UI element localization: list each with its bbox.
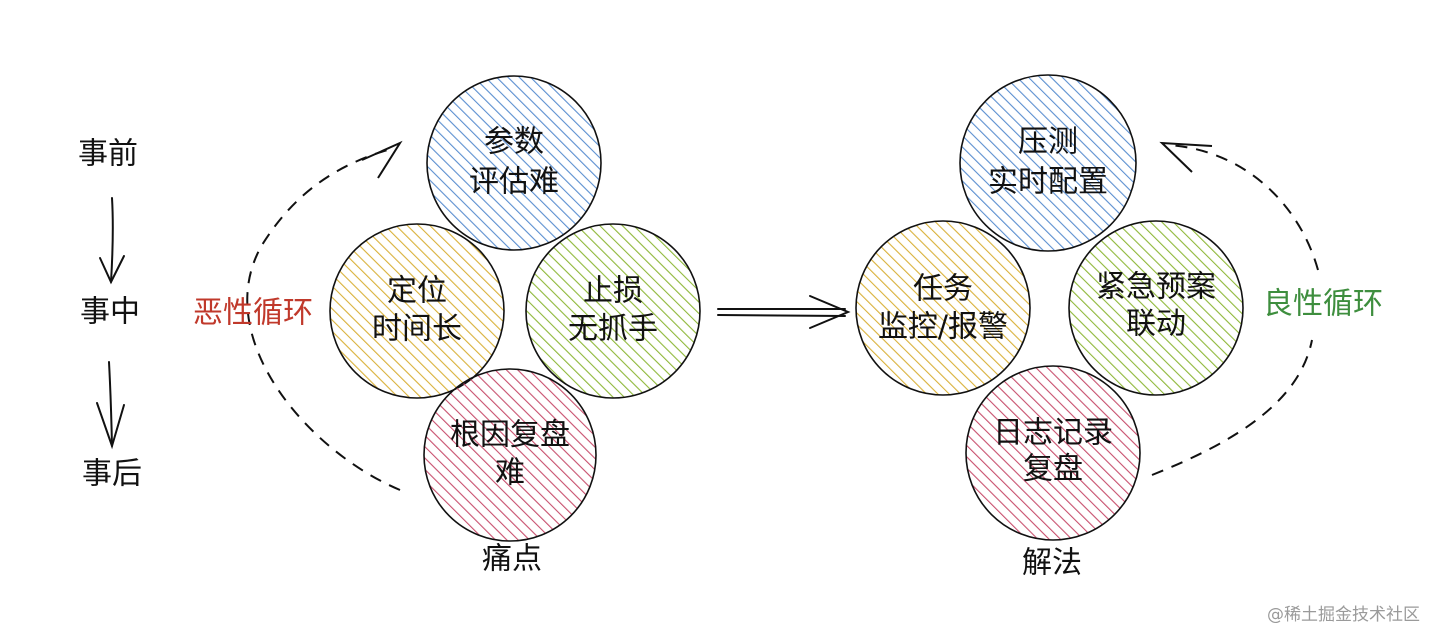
pain-circle-rootcause: 根因复盘 难 [423,368,597,542]
solutions-caption: 解法 [1022,546,1082,581]
circle-line-2: 复盘 [1023,452,1083,487]
solution-circle-monitor: 任务 监控/报警 [855,220,1031,396]
pain-points-cluster: 恶性循环 参数 评估难 定位 时间长 止损 无抓手 根因复盘 难 痛点 [193,75,701,577]
virtuous-cycle-label: 良性循环 [1263,287,1383,322]
circle-line-1: 紧急预案 [1096,270,1216,305]
circle-line-1: 定位 [387,274,447,309]
timeline-arrow-down-icon [99,197,125,285]
transition-arrow-icon [717,295,851,329]
vicious-cycle-arrowhead-icon [361,140,403,179]
circle-line-2: 实时配置 [988,165,1108,200]
virtuous-cycle-arrowhead-icon [1159,141,1213,173]
pain-circle-locate: 定位 时间长 [329,223,505,399]
circle-line-2: 难 [495,456,525,491]
solution-circle-loadtest: 压测 实时配置 [959,74,1137,252]
circle-line-1: 根因复盘 [450,418,570,453]
circle-line-1: 压测 [1018,125,1078,160]
circle-line-2: 联动 [1126,307,1186,342]
watermark: @稀土掘金技术社区 [1267,605,1420,625]
circle-line-1: 任务 [913,272,973,307]
solution-circle-emergency: 紧急预案 联动 [1068,220,1244,396]
pain-points-caption: 痛点 [482,542,542,577]
solutions-cluster: 良性循环 压测 实时配置 任务 监控/报警 紧急预案 联动 日志记录 复盘 解法 [855,74,1383,581]
stage-during: 事中 [80,295,140,330]
circle-line-2: 评估难 [469,165,559,200]
solution-circle-logging: 日志记录 复盘 [965,365,1141,541]
circle-line-1: 参数 [484,125,544,160]
vicious-cycle-label: 恶性循环 [193,296,313,331]
circle-line-2: 时间长 [372,312,462,347]
circle-line-2: 无抓手 [568,312,658,347]
circle-line-1: 止损 [583,274,643,309]
stage-after: 事后 [82,457,142,492]
circle-line-1: 日志记录 [993,416,1113,451]
circle-line-2: 监控/报警 [878,310,1008,345]
timeline-arrow-down-icon [96,361,125,450]
pain-circle-stoploss: 止损 无抓手 [525,223,701,399]
pain-circle-params: 参数 评估难 [426,75,602,251]
timeline: 事前 事中 事后 [78,137,142,492]
virtuous-cycle-dashed-arc [1151,144,1319,476]
vicious-cycle-dashed-arc [246,147,401,491]
stage-before: 事前 [78,137,138,172]
